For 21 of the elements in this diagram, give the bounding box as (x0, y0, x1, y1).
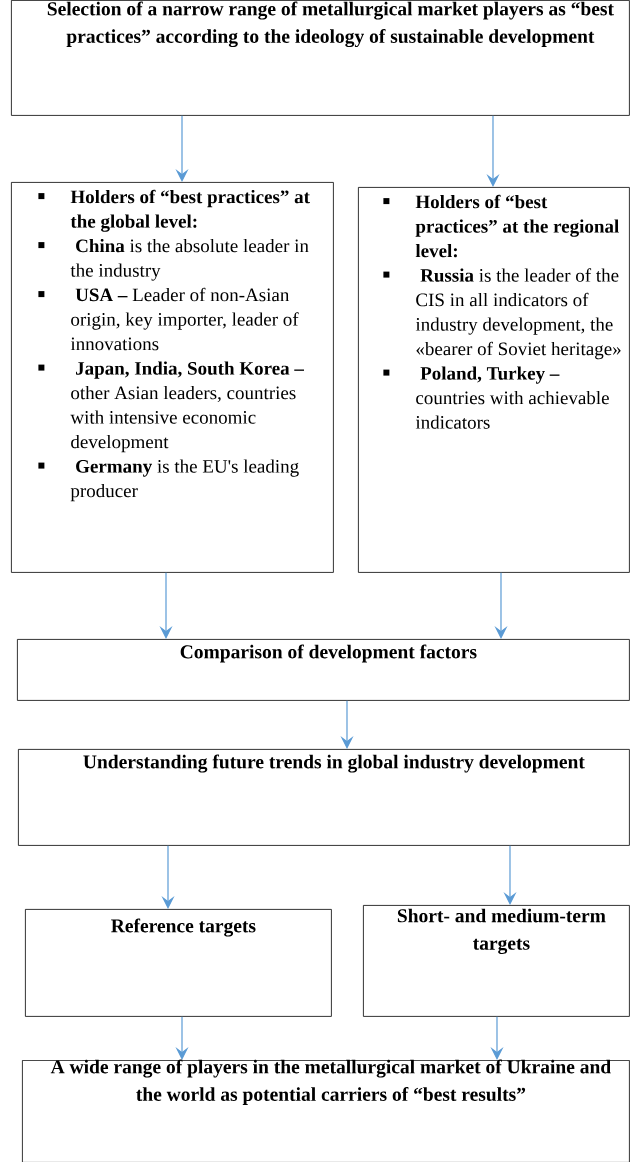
list-item: China is the absolute leader in the industry (38, 238, 309, 281)
process-box (363, 905, 630, 1017)
box-text: Short- and medium-term targets (397, 908, 606, 954)
list-item: Holders of “best practices” at the regional level: (383, 194, 619, 258)
box-text: Comparison of development factors (180, 644, 477, 663)
box-text: Selection of a narrow range of metallurgical market players as “best practices” according to the ideology of sustainable development (47, 1, 614, 48)
process-box (358, 187, 630, 573)
list-item: Russia is the leader of the CIS in all indicators of industry development, the «bearer of Soviet heritage» (383, 268, 621, 360)
list-item: Holders of “best practices” at the global level: (38, 189, 310, 232)
process-box (25, 909, 332, 1017)
process-box (11, 0, 630, 116)
process-box (18, 749, 630, 846)
box-text: Understanding future trends in global industry development (83, 754, 585, 773)
process-box (11, 182, 334, 573)
box-text: A wide range of players in the metallurgical market of Ukraine and the world as potential carriers of “best results” (50, 1059, 611, 1105)
list-item: USA – Leader of non-Asian origin, key importer, leader of innovations (38, 287, 299, 351)
list-item: Poland, Turkey – countries with achievable indicators (383, 366, 609, 429)
process-box (22, 1059, 630, 1162)
list-item: Germany is the EU's leading producer (38, 459, 299, 502)
box-text: Reference targets (111, 918, 256, 937)
process-box (17, 639, 630, 701)
